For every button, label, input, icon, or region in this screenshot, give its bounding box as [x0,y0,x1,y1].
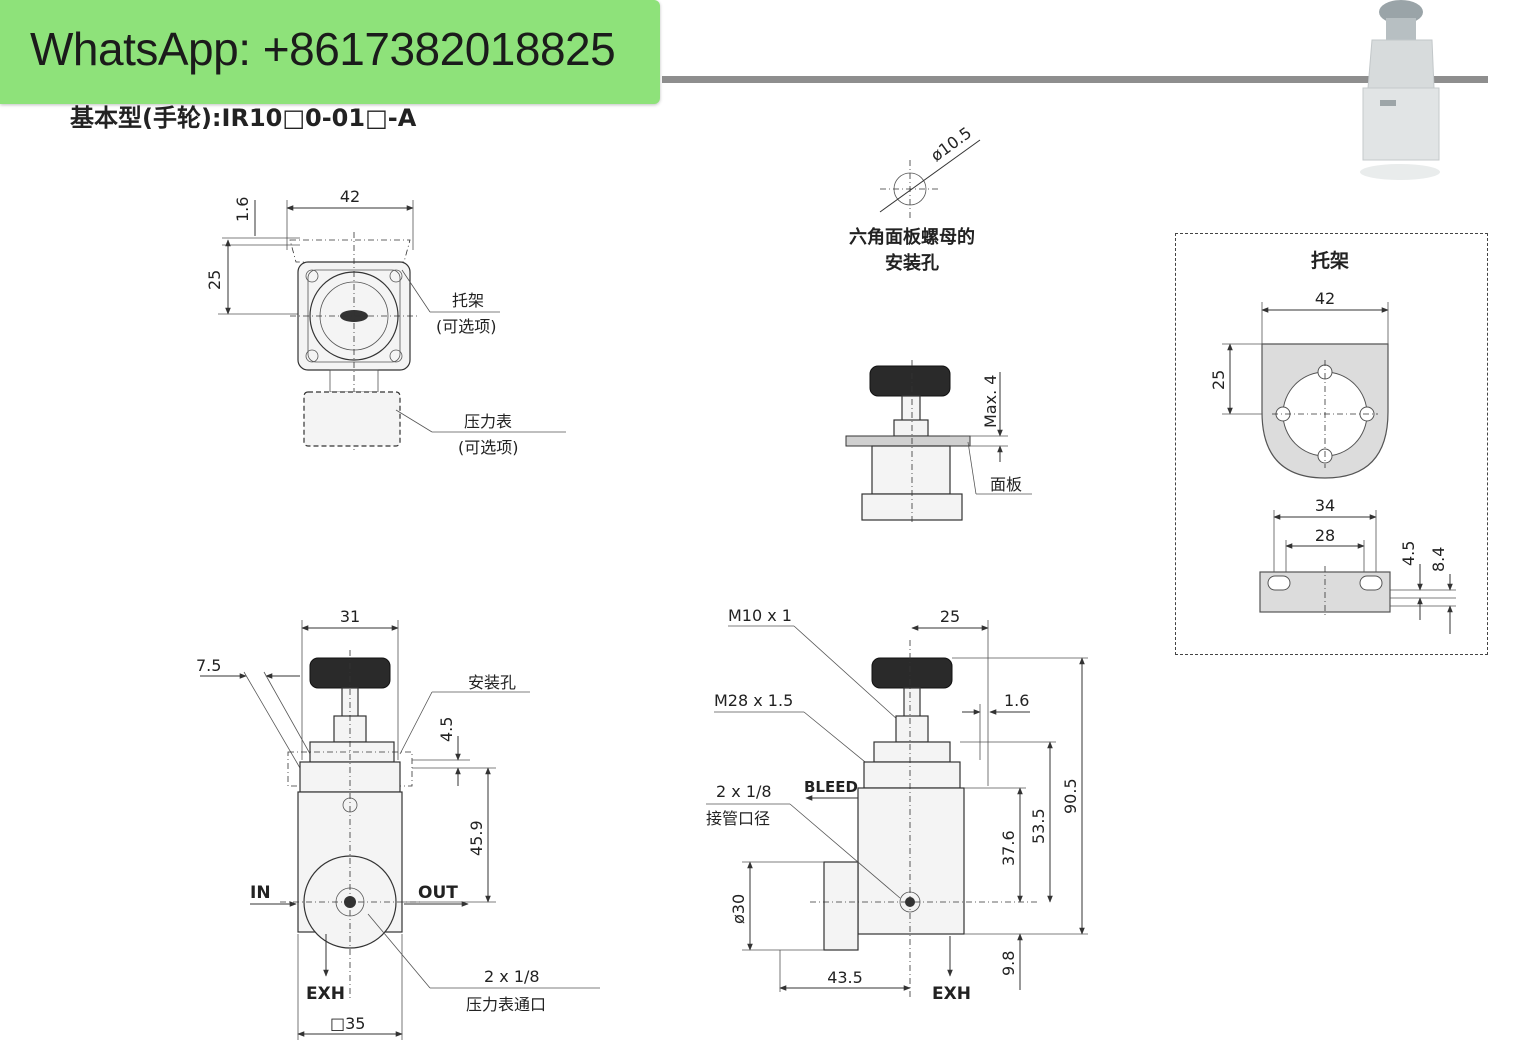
bracket-width: 42 [1315,289,1335,308]
gauge-note: (可选项) [458,438,519,457]
panel-hole: ø10.5 六角面板螺母的 安装孔 [849,123,981,274]
whatsapp-banner: WhatsApp: +8617382018825 [0,0,660,104]
bracket-note: (可选项) [436,317,497,336]
rv-exh: EXH [932,984,971,1004]
rv-port-label: 接管口径 [706,809,770,828]
rv-h-total: 90.5 [1061,778,1080,814]
bracket-title: 托架 [1311,250,1349,272]
panel-mount-view: Max. 4 面板 [845,360,1032,522]
rv-width: 25 [940,607,960,626]
slot-outer: 34 [1315,496,1335,515]
hole-label-2: 安装孔 [885,252,939,274]
front-width-label: 42 [340,187,360,206]
bracket-detail-frame [1175,233,1488,655]
bracket-detail: 托架 42 25 34 28 4.5 [1209,250,1456,634]
front-view: 42 1.6 25 托架 (可选项) 压力表 (可选项) [205,187,566,457]
rv-thread2: M28 x 1.5 [714,691,793,710]
hole-label-1: 六角面板螺母的 [849,226,975,248]
rv-bleed: BLEED [804,778,858,796]
side-h-big: 45.9 [467,820,486,856]
side-width: 31 [340,607,360,626]
side-h-small: 4.5 [437,717,456,742]
side-out: OUT [418,883,458,903]
side-base: □35 [330,1014,365,1033]
side-in: IN [250,883,271,903]
bracket-label: 托架 [452,291,484,310]
slot-h2: 8.4 [1429,547,1448,572]
front-height-label: 25 [205,270,224,290]
product-photo [1360,0,1440,180]
rv-h2: 53.5 [1029,808,1048,844]
side-port-label: 压力表通口 [466,995,546,1014]
rv-gap: 1.6 [1004,691,1029,710]
side-view: 31 7.5 安装孔 4.5 45.9 IN [196,607,600,1040]
rv-h1: 37.6 [999,830,1018,866]
front-gap-label: 1.6 [233,197,252,222]
header-rule [662,76,1488,83]
side-exh: EXH [306,984,345,1004]
rv-h-bottom: 9.8 [999,951,1018,976]
whatsapp-text: WhatsApp: +8617382018825 [30,23,616,75]
right-view: M10 x 1 M28 x 1.5 25 1.6 BLEED 2 x 1/8 接… [706,606,1088,1004]
rv-port: 2 x 1/8 [716,782,772,801]
hole-diameter: ø10.5 [927,123,975,165]
gauge-label: 压力表 [464,412,512,431]
slot-h1: 4.5 [1399,541,1418,566]
side-port: 2 x 1/8 [484,967,540,986]
bracket-height: 25 [1209,370,1228,390]
page-title: 基本型(手轮):IR10□0-01□-A [70,104,417,132]
slot-inner: 28 [1315,526,1335,545]
side-mount-hole: 安装孔 [468,673,516,692]
side-offset: 7.5 [196,656,221,675]
panel-max: Max. 4 [981,375,1000,428]
rv-offset: 43.5 [827,968,863,987]
panel-label: 面板 [990,475,1022,494]
rv-d30: ø30 [729,894,748,924]
rv-thread1: M10 x 1 [728,606,792,625]
